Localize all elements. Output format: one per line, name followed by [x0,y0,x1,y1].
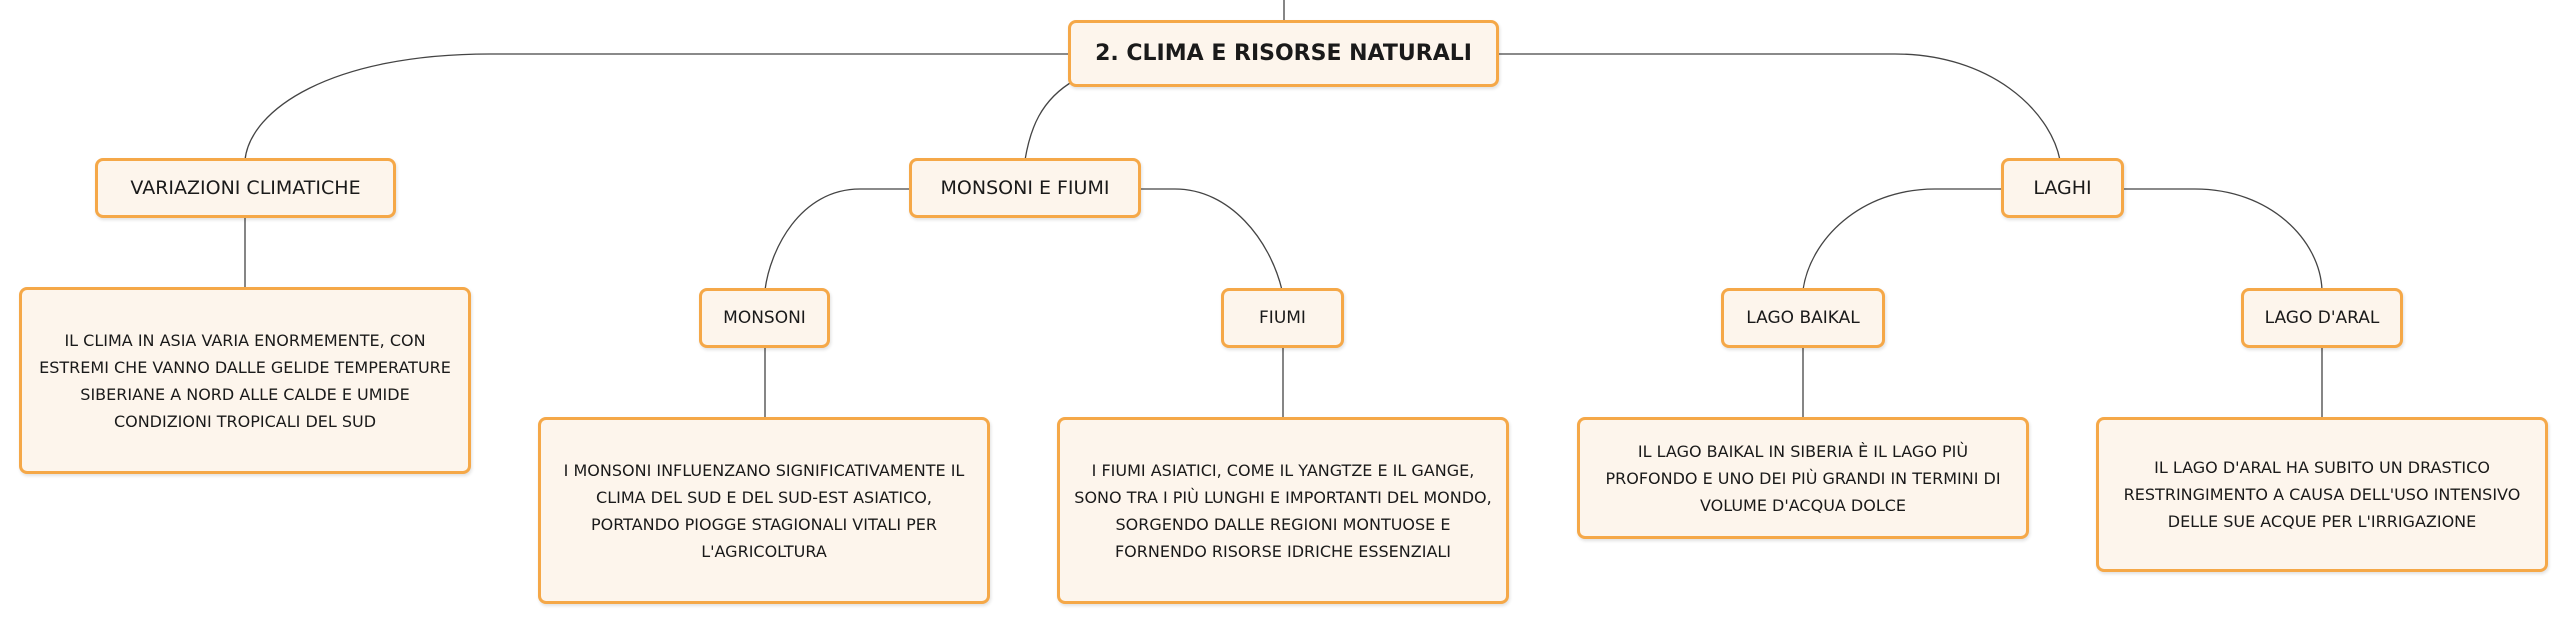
subtopic-monsoni[interactable]: MONSONI [699,288,830,348]
subtopic-lago-daral[interactable]: LAGO D'ARAL [2241,288,2403,348]
note-fiumi[interactable]: I FIUMI ASIATICI, COME IL YANGTZE E IL G… [1057,417,1509,604]
root-topic-label: 2. CLIMA E RISORSE NATURALI [1095,41,1472,66]
note-text: I MONSONI INFLUENZANO SIGNIFICATIVAMENTE… [563,460,965,561]
note-text: IL CLIMA IN ASIA VARIA ENORMEMENTE, CON … [39,330,451,431]
topic-laghi[interactable]: LAGHI [2001,158,2124,218]
subtopic-label: FIUMI [1259,308,1306,328]
subtopic-lago-baikal[interactable]: LAGO BAIKAL [1721,288,1885,348]
connector-laghi-aral [2121,188,2323,291]
subtopic-label: MONSONI [723,308,806,328]
connector-laghi-baikal [1802,188,2004,291]
connector-root-laghi [1497,53,2061,161]
topic-label: LAGHI [2033,177,2092,199]
topic-label: MONSONI E FIUMI [940,177,1110,199]
root-topic[interactable]: 2. CLIMA E RISORSE NATURALI [1068,20,1499,87]
connector-root-monsoni-fiumi [1024,79,1076,161]
note-variazioni-climatiche[interactable]: IL CLIMA IN ASIA VARIA ENORMEMENTE, CON … [19,287,471,474]
connector-root-variazioni [244,53,1070,161]
topic-label: VARIAZIONI CLIMATICHE [130,177,361,199]
topic-monsoni-e-fiumi[interactable]: MONSONI E FIUMI [909,158,1141,218]
note-text: IL LAGO BAIKAL IN SIBERIA È IL LAGO PIÙ … [1605,441,2001,515]
subtopic-fiumi[interactable]: FIUMI [1221,288,1344,348]
subtopic-label: LAGO D'ARAL [2264,308,2380,328]
topic-variazioni-climatiche[interactable]: VARIAZIONI CLIMATICHE [95,158,396,218]
connector-mf-monsoni [764,188,912,291]
note-lago-baikal[interactable]: IL LAGO BAIKAL IN SIBERIA È IL LAGO PIÙ … [1577,417,2029,539]
connector-mf-fiumi [1138,188,1283,291]
subtopic-label: LAGO BAIKAL [1746,308,1860,328]
note-monsoni[interactable]: I MONSONI INFLUENZANO SIGNIFICATIVAMENTE… [538,417,990,604]
note-lago-daral[interactable]: IL LAGO D'ARAL HA SUBITO UN DRASTICO RES… [2096,417,2548,572]
note-text: IL LAGO D'ARAL HA SUBITO UN DRASTICO RES… [2123,458,2521,531]
note-text: I FIUMI ASIATICI, COME IL YANGTZE E IL G… [1074,460,1492,561]
